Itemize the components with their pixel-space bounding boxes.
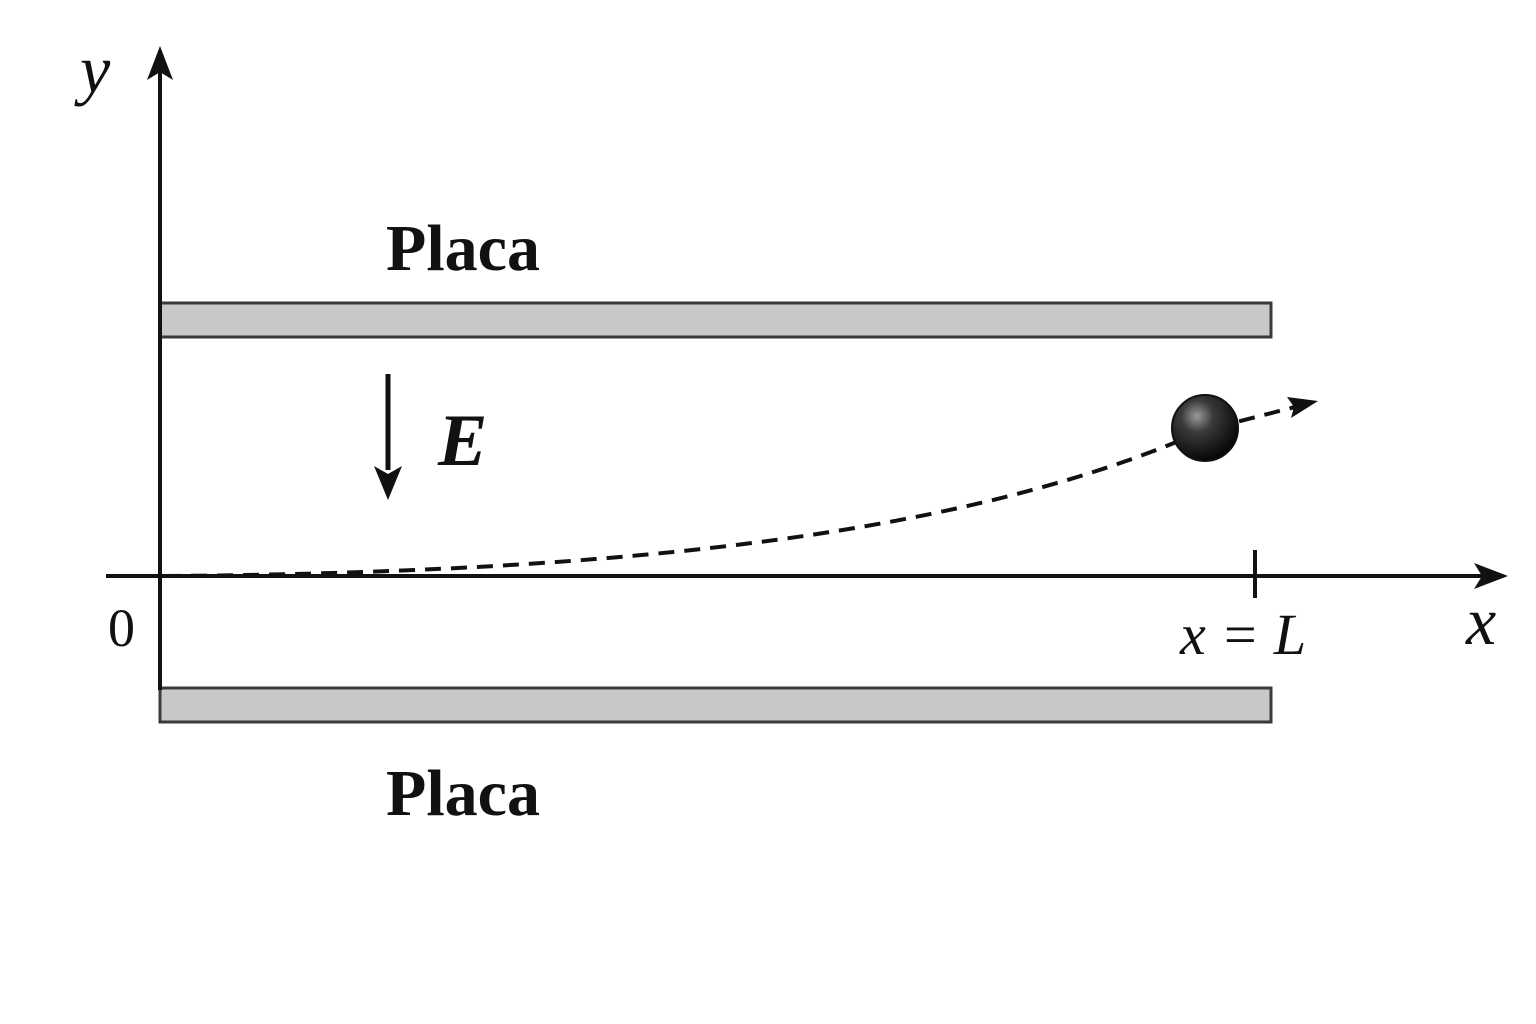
bottom-plate [158, 686, 1273, 724]
field-arrowhead [374, 466, 402, 500]
y-axis-label: y [74, 31, 111, 107]
x-axis [106, 563, 1508, 589]
field-label: E [437, 400, 487, 482]
trajectory-arrowhead [1287, 397, 1318, 418]
y-axis-arrowhead [147, 46, 173, 80]
x-axis-label: x [1465, 583, 1496, 659]
top-plate [158, 301, 1273, 339]
particle [1171, 394, 1239, 462]
bottom-plate-label: Placa [386, 757, 540, 830]
field-arrow [374, 374, 402, 500]
particle-trajectory [164, 405, 1296, 578]
origin-label: 0 [108, 598, 135, 658]
top-plate-label: Placa [386, 212, 540, 285]
x-axis-arrowhead [1474, 563, 1508, 589]
y-axis [147, 46, 173, 690]
plate-end-label: x = L [1179, 602, 1306, 667]
